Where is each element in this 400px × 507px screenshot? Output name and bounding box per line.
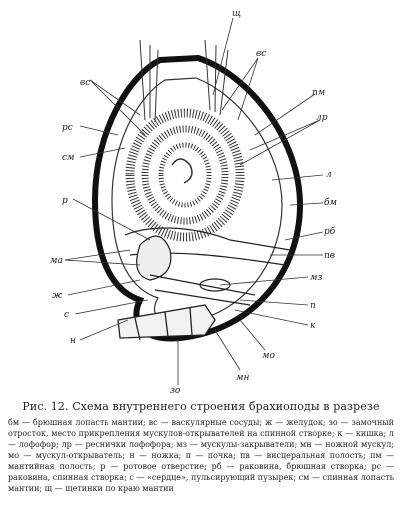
label-bm: бм [324, 197, 337, 208]
label-lr: лр [316, 113, 328, 123]
label-k: к [310, 321, 316, 331]
label-zo: зо [170, 386, 181, 395]
label-vs-left: вс [80, 78, 90, 88]
label-s: с [64, 310, 69, 320]
label-mo: мо [262, 351, 275, 361]
label-vs-top: вс [256, 49, 266, 59]
brachiopod-section-diagram: щ вс вс пм лр рс см л бм р рб ма пв мз ж… [50, 9, 337, 395]
viscera [124, 227, 291, 306]
leader-lines [64, 17, 324, 385]
setae [139, 39, 229, 123]
label-mn: мн [236, 373, 249, 383]
label-r: р [62, 196, 68, 206]
label-n: н [70, 336, 76, 346]
label-ma: ма [50, 256, 63, 266]
mantle-outline [111, 77, 283, 324]
label-p: п [310, 301, 316, 311]
label-rs: рс [62, 123, 73, 133]
label-pm: пм [312, 88, 325, 98]
label-mz: мз [310, 273, 322, 283]
pedicle [117, 304, 216, 341]
label-zh: ж [52, 291, 63, 301]
label-sch: щ [232, 9, 241, 19]
figure-legend: бм — брюшная лопасть мантии; вс — васкул… [8, 418, 394, 493]
label-l: л [326, 170, 332, 180]
label-sm: см [62, 153, 75, 163]
figure-caption: Рис. 12. Схема внутреннего строения брах… [22, 400, 380, 413]
label-rb: рб [324, 226, 336, 237]
label-pv: пв [324, 251, 335, 261]
lophophore [125, 108, 245, 242]
